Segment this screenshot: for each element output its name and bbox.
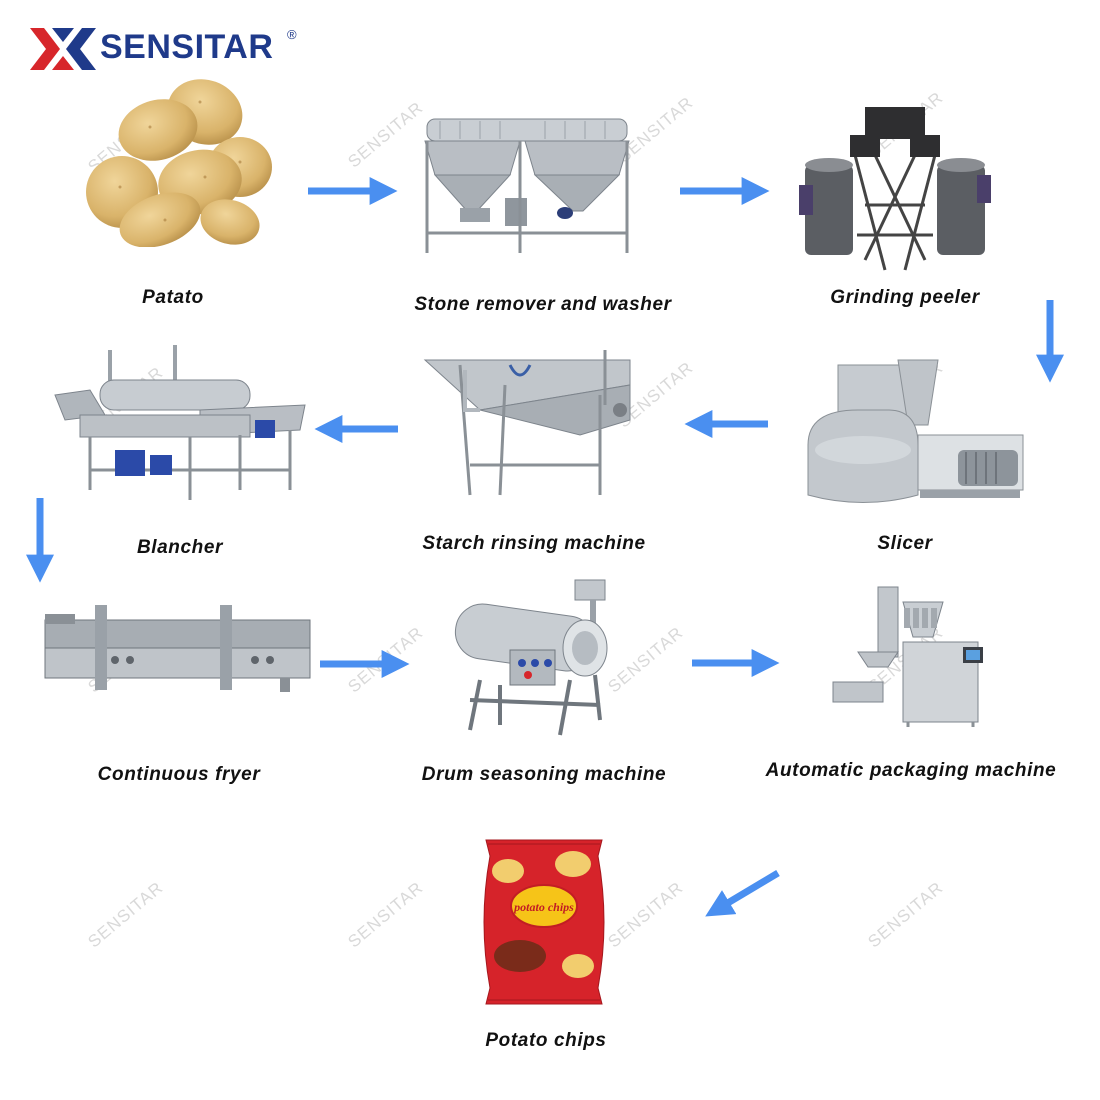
brand-name: SENSITAR — [100, 28, 274, 66]
rinsing-machine-icon — [423, 350, 631, 496]
packaging-machine-icon — [832, 586, 983, 727]
potato-icon — [86, 79, 272, 247]
chips-bag-icon: potato chips — [483, 839, 605, 1005]
slicer-machine-icon — [807, 359, 1024, 503]
bag-label: potato chips — [513, 900, 574, 914]
flow-arrow — [705, 869, 780, 917]
step-label-blancher: Blancher — [136, 537, 224, 558]
seasoning-drum-icon — [454, 579, 608, 736]
step-label-fryer: Continuous fryer — [97, 764, 261, 785]
sensitar-logo-icon — [30, 28, 96, 70]
blancher-machine-icon — [54, 345, 306, 500]
step-label-washer: Stone remover and washer — [414, 294, 672, 315]
step-label-rinser: Starch rinsing machine — [422, 533, 646, 554]
step-label-seasoning: Drum seasoning machine — [421, 764, 667, 785]
step-label-potato: Patato — [142, 287, 204, 308]
washer-machine-icon — [424, 118, 630, 253]
step-label-slicer: Slicer — [877, 533, 933, 554]
registered-mark: ® — [287, 27, 297, 42]
fryer-machine-icon — [44, 605, 311, 692]
step-label-chips: Potato chips — [485, 1030, 607, 1051]
step-label-peeler: Grinding peeler — [830, 287, 980, 308]
peeler-machine-icon — [799, 107, 991, 271]
step-label-packaging: Automatic packaging machine — [765, 760, 1057, 781]
